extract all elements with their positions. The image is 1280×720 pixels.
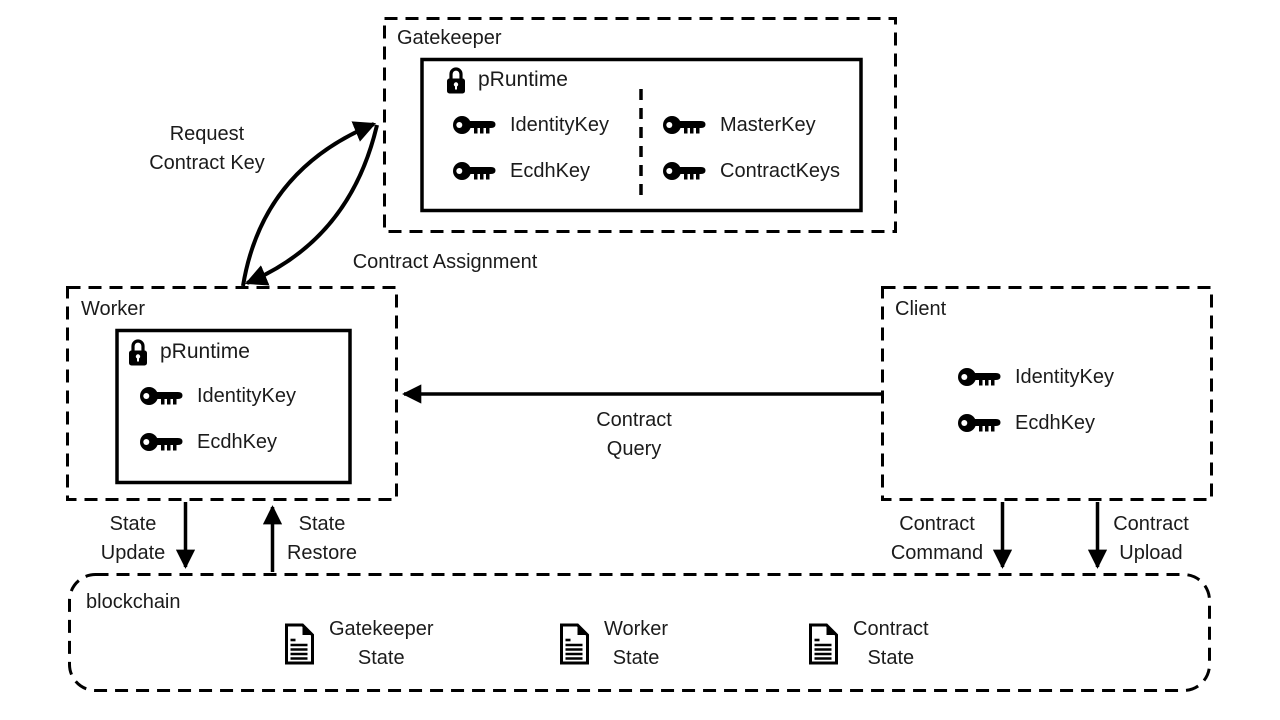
worker-pruntime-label: pRuntime: [160, 340, 250, 363]
request-contract-key-label: Request Contract Key: [149, 123, 265, 174]
client-ecdhkey-row: EcdhKey: [958, 409, 1095, 437]
worker-pruntime-box: [115, 328, 352, 485]
key-icon: [140, 387, 183, 405]
key-label: IdentityKey: [1015, 365, 1114, 388]
gatekeeper-box: [383, 17, 897, 233]
state-update-label: State Update: [100, 513, 166, 564]
document-icon: [809, 623, 838, 665]
key-icon: [958, 414, 1001, 432]
key-icon: [453, 116, 496, 134]
key-label: ContractKeys: [720, 159, 841, 182]
lock-icon: [447, 67, 465, 94]
document-icon: [285, 623, 314, 665]
state-restore-label: State Restore: [286, 513, 358, 564]
blockchain-box: [68, 573, 1211, 692]
key-label: EcdhKey: [1015, 411, 1096, 434]
gatekeeper-pruntime-label: pRuntime: [478, 68, 568, 91]
worker-state-item: Worker State: [556, 618, 668, 669]
gatekeeper-identitykey-row: IdentityKey: [453, 111, 609, 139]
client-identitykey-row: IdentityKey: [958, 363, 1114, 391]
worker-title: Worker: [81, 298, 146, 320]
worker-box: [66, 286, 398, 501]
state-item-label: Gatekeeper State: [329, 618, 434, 669]
state-item-label: Worker State: [604, 618, 669, 669]
request-contract-key-arrow: [241, 121, 377, 287]
key-icon: [140, 433, 183, 451]
key-icon: [663, 162, 706, 180]
key-icon: [663, 116, 706, 134]
gatekeeper-pruntime-box: [420, 57, 863, 213]
worker-identitykey-row: IdentityKey: [140, 382, 296, 410]
key-label: EcdhKey: [197, 430, 278, 453]
key-icon: [958, 368, 1001, 386]
key-icon: [453, 162, 496, 180]
document-icon: [560, 623, 589, 665]
state-item-label: Contract State: [853, 618, 929, 669]
gatekeeper-state-item: Gatekeeper State: [281, 618, 434, 669]
contract-state-item: Contract State: [805, 618, 929, 669]
gatekeeper-masterkey-row: MasterKey: [663, 111, 816, 139]
client-title: Client: [895, 298, 947, 320]
gatekeeper-contractkeys-row: ContractKeys: [663, 157, 840, 185]
worker-ecdhkey-row: EcdhKey: [140, 428, 277, 456]
key-label: IdentityKey: [510, 113, 609, 136]
client-box: [881, 286, 1213, 501]
key-label: MasterKey: [720, 113, 816, 136]
worker-pruntime-header: pRuntime: [126, 335, 250, 369]
blockchain-title: blockchain: [86, 591, 181, 613]
gatekeeper-ecdhkey-row: EcdhKey: [453, 157, 590, 185]
contract-upload-label: Contract Upload: [1113, 513, 1189, 564]
gatekeeper-title: Gatekeeper: [397, 27, 502, 49]
contract-query-label: Contract Query: [596, 409, 672, 460]
contract-assignment-label: Contract Assignment: [352, 251, 538, 273]
key-label: IdentityKey: [197, 384, 296, 407]
gatekeeper-pruntime-header: pRuntime: [444, 63, 568, 97]
contract-assignment-arrow: [244, 124, 379, 286]
key-label: EcdhKey: [510, 159, 591, 182]
contract-command-label: Contract Command: [890, 513, 984, 564]
lock-icon: [129, 339, 147, 366]
